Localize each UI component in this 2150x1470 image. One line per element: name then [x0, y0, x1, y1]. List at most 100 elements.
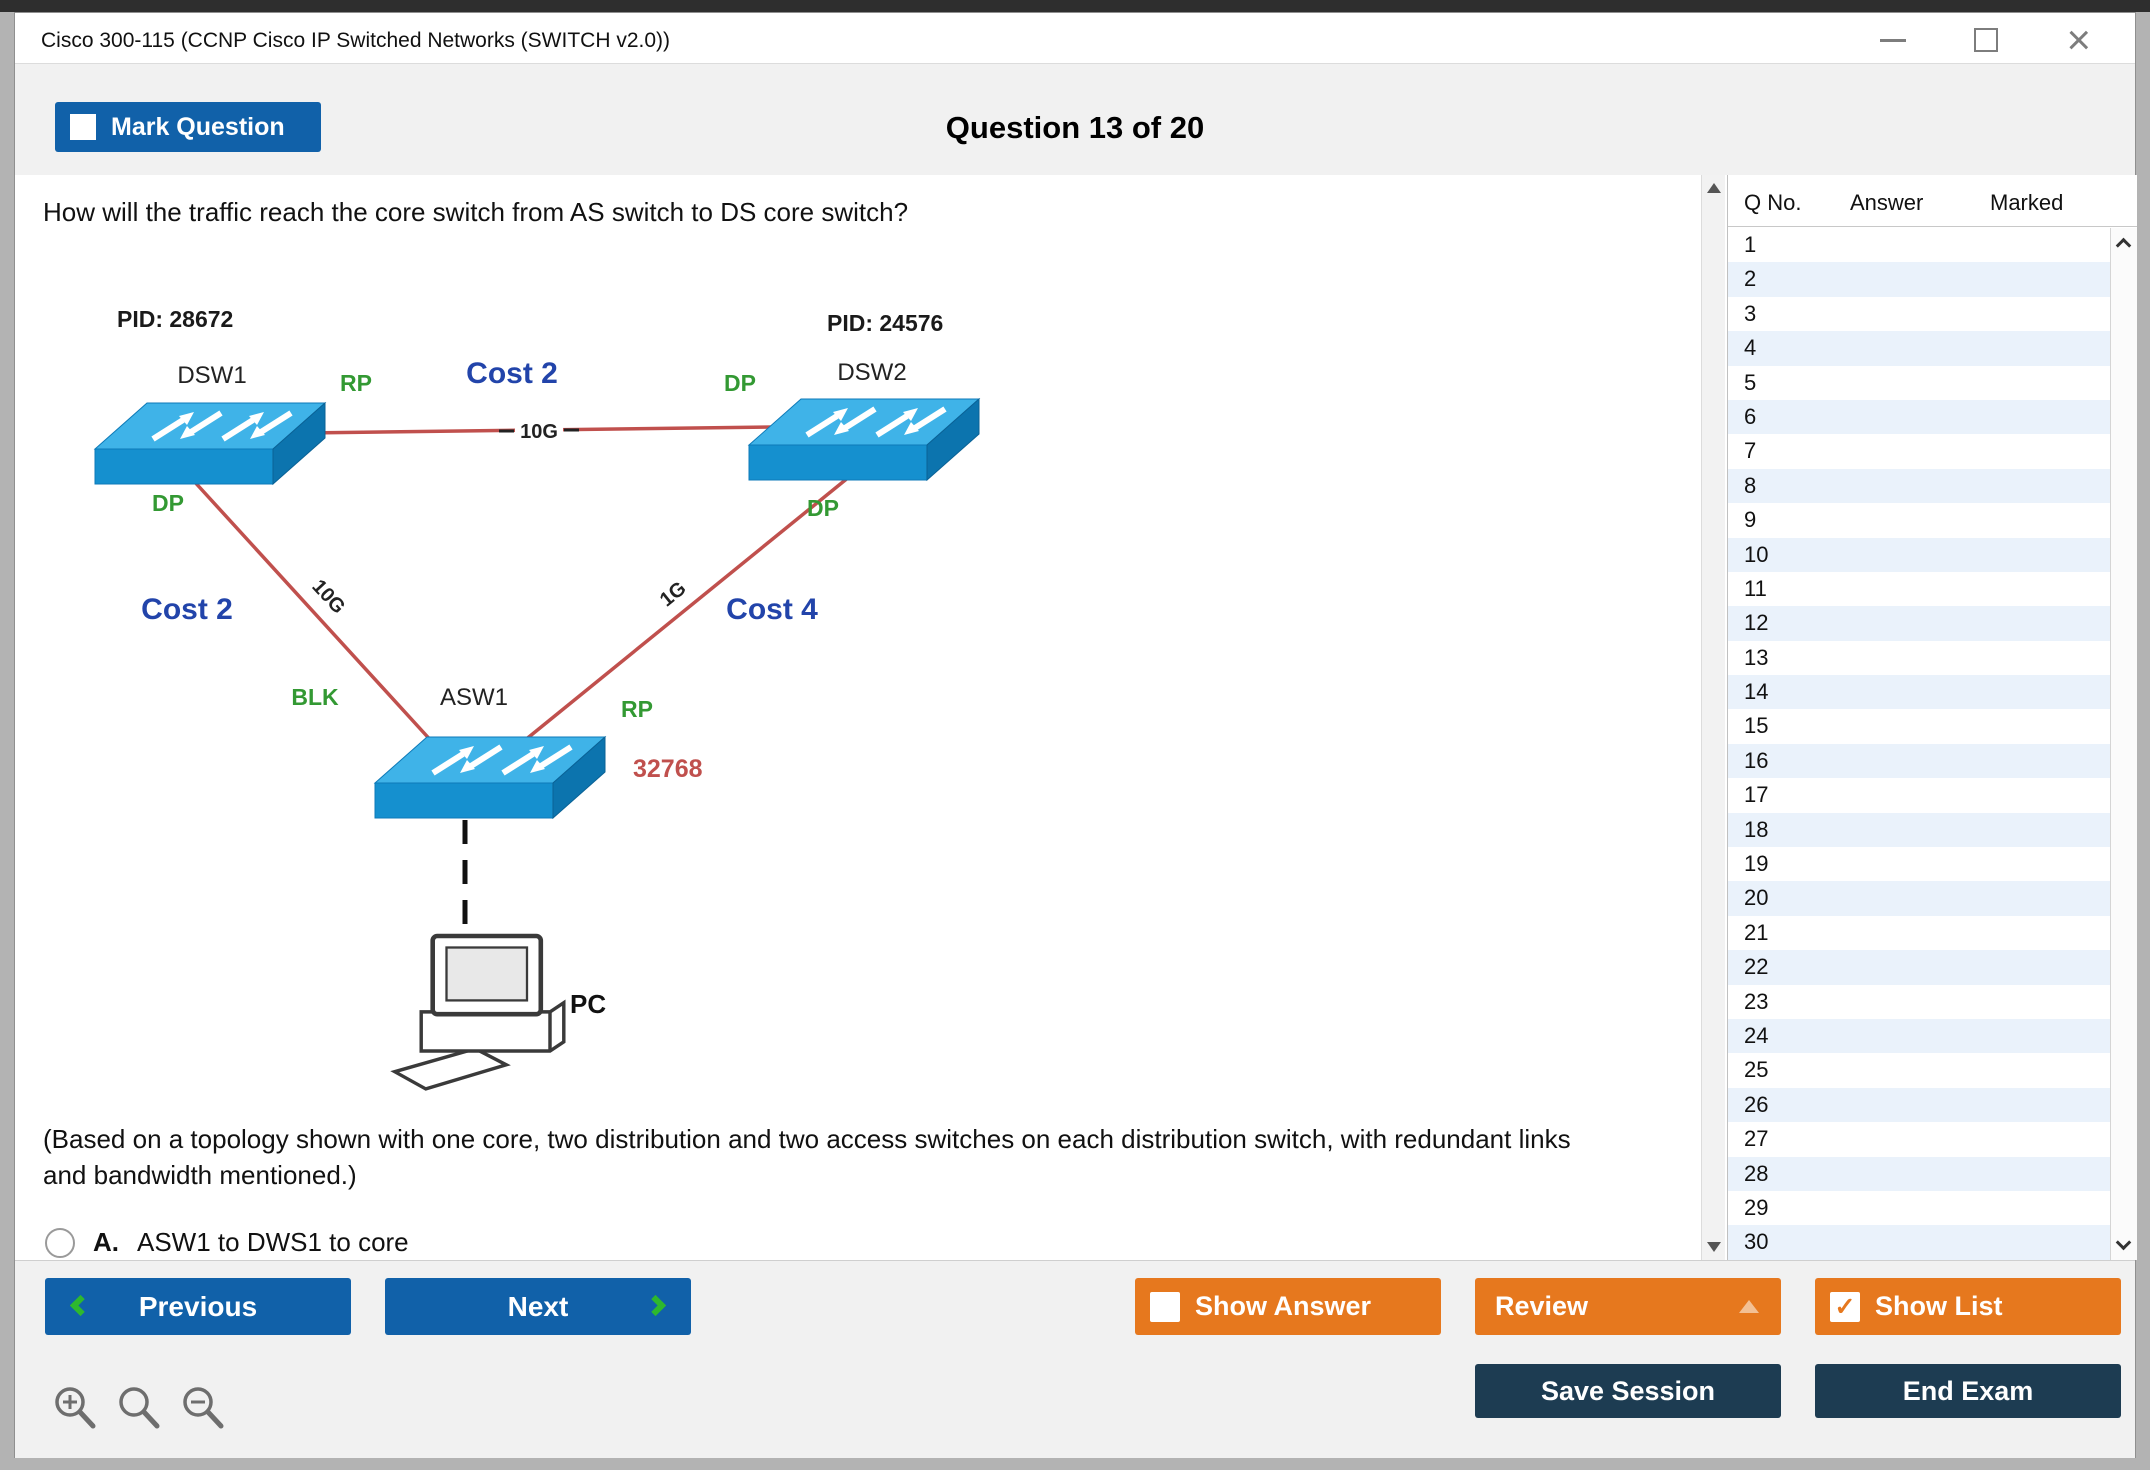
chevron-right-icon — [644, 1294, 667, 1317]
question-list-row[interactable]: 7 — [1728, 434, 2110, 468]
bw-top-label: 10G — [520, 421, 558, 443]
question-list-row[interactable]: 13 — [1728, 641, 2110, 675]
answer-option-a: A. ASW1 to DWS1 to core — [45, 1227, 409, 1258]
save-session-button[interactable]: Save Session — [1475, 1364, 1781, 1418]
question-list-row[interactable]: 15 — [1728, 709, 2110, 743]
mark-question-button[interactable]: Mark Question — [55, 102, 321, 152]
question-list-scrollbar[interactable] — [2110, 228, 2137, 1260]
window-controls: × — [1880, 16, 2091, 63]
review-button[interactable]: Review — [1475, 1278, 1781, 1335]
minimize-icon[interactable] — [1880, 38, 1907, 42]
cost-right-label: Cost 4 — [726, 593, 818, 626]
question-number: 4 — [1744, 335, 1757, 361]
dp-right-label: DP — [807, 495, 839, 521]
option-a-text: ASW1 to DWS1 to core — [137, 1227, 409, 1257]
question-text: How will the traffic reach the core swit… — [43, 197, 909, 227]
question-list-row[interactable]: 3 — [1728, 297, 2110, 331]
question-number: 14 — [1744, 679, 1769, 705]
question-list-row[interactable]: 2 — [1728, 262, 2110, 297]
question-number: 29 — [1744, 1194, 1769, 1220]
exam-header: Mark Question Question 13 of 20 — [15, 63, 2135, 175]
arrow-up-icon — [1739, 1300, 1759, 1313]
show-list-button[interactable]: ✓ Show List — [1815, 1278, 2121, 1335]
question-number: 12 — [1744, 610, 1769, 636]
question-list-row[interactable]: 8 — [1728, 468, 2110, 504]
show-answer-checkbox[interactable] — [1150, 1291, 1180, 1322]
network-topology-diagram: PID: 28672 PID: 24576 DSW1 DSW2 RP Cost … — [37, 306, 1237, 1093]
question-list-row[interactable]: 14 — [1728, 675, 2110, 710]
question-list-row[interactable]: 12 — [1728, 606, 2110, 641]
question-number: 9 — [1744, 507, 1757, 533]
question-list-row[interactable]: 19 — [1728, 847, 2110, 881]
question-list-row[interactable]: 10 — [1728, 537, 2110, 572]
scroll-down-icon[interactable] — [2115, 1234, 2132, 1251]
question-list-row[interactable]: 6 — [1728, 399, 2110, 435]
question-number: 8 — [1744, 472, 1757, 498]
question-panel-scrollbar[interactable] — [1701, 175, 1725, 1260]
question-list-row[interactable]: 1 — [1728, 228, 2110, 262]
show-answer-button[interactable]: Show Answer — [1135, 1278, 1441, 1335]
question-number: 6 — [1744, 403, 1757, 429]
cost-top-label: Cost 2 — [466, 357, 558, 390]
zoom-in-icon[interactable] — [51, 1383, 99, 1435]
scroll-up-icon[interactable] — [1707, 183, 1721, 193]
question-panel: How will the traffic reach the core swit… — [15, 175, 1699, 1260]
question-list-row[interactable]: 22 — [1728, 950, 2110, 985]
mark-question-checkbox[interactable] — [70, 114, 96, 140]
answer-column-header: Answer — [1850, 190, 1924, 215]
rp-bottom-label: RP — [621, 696, 653, 722]
question-number: 16 — [1744, 747, 1769, 773]
previous-button[interactable]: Previous — [45, 1278, 351, 1335]
next-label: Next — [507, 1290, 569, 1322]
question-list-row[interactable]: 9 — [1728, 503, 2110, 537]
show-list-checkbox[interactable]: ✓ — [1830, 1291, 1860, 1322]
question-list-row[interactable]: 29 — [1728, 1191, 2110, 1225]
question-list-row[interactable]: 24 — [1728, 1018, 2110, 1054]
question-list-row[interactable]: 28 — [1728, 1156, 2110, 1191]
blk-label: BLK — [291, 684, 339, 710]
question-list-row[interactable]: 17 — [1728, 778, 2110, 812]
dsw1-label: DSW1 — [177, 362, 246, 389]
window-title: Cisco 300-115 (CCNP Cisco IP Switched Ne… — [41, 29, 671, 52]
question-list-row[interactable]: 4 — [1728, 331, 2110, 366]
question-list-row[interactable]: 16 — [1728, 743, 2110, 779]
question-list-row[interactable]: 20 — [1728, 881, 2110, 916]
question-list-row[interactable]: 21 — [1728, 916, 2110, 950]
close-icon[interactable]: × — [2066, 16, 2091, 63]
marked-column-header: Marked — [1990, 190, 2064, 215]
next-button[interactable]: Next — [385, 1278, 691, 1335]
scroll-down-icon[interactable] — [1707, 1242, 1721, 1252]
zoom-out-icon[interactable] — [179, 1383, 227, 1435]
question-list-row[interactable]: 11 — [1728, 572, 2110, 606]
dsw2-switch-icon — [749, 399, 979, 480]
question-number: 27 — [1744, 1126, 1769, 1152]
question-list-row[interactable]: 26 — [1728, 1087, 2110, 1123]
question-note: (Based on a topology shown with one core… — [43, 1124, 1571, 1190]
question-list-row[interactable]: 25 — [1728, 1053, 2110, 1087]
rp-top-label: RP — [340, 370, 372, 396]
question-number: 3 — [1744, 300, 1757, 326]
question-number: 1 — [1744, 232, 1757, 257]
pc-icon — [395, 936, 564, 1089]
maximize-icon[interactable] — [1974, 28, 1999, 52]
question-number: 11 — [1744, 575, 1767, 601]
asw1-priority-label: 32768 — [633, 755, 703, 783]
qno-column-header: Q No. — [1744, 190, 1802, 215]
mark-question-label: Mark Question — [111, 112, 285, 141]
scroll-up-icon[interactable] — [2115, 237, 2132, 254]
question-list-row[interactable]: 23 — [1728, 985, 2110, 1019]
option-a-radio[interactable] — [45, 1227, 75, 1258]
option-a-letter: A. — [93, 1227, 119, 1257]
end-exam-button[interactable]: End Exam — [1815, 1364, 2121, 1418]
dsw1-pid-label: PID: 28672 — [117, 306, 233, 332]
magnifier-icon[interactable] — [115, 1383, 163, 1435]
dp-top-label: DP — [724, 370, 756, 396]
question-list-row[interactable]: 18 — [1728, 812, 2110, 848]
question-list-row[interactable]: 30 — [1728, 1225, 2110, 1260]
question-list-row[interactable]: 5 — [1728, 366, 2110, 400]
question-list-row[interactable]: 27 — [1728, 1122, 2110, 1156]
pc-label: PC — [570, 989, 606, 1019]
check-icon: ✓ — [1834, 1292, 1856, 1321]
dp-left-label: DP — [152, 490, 184, 516]
